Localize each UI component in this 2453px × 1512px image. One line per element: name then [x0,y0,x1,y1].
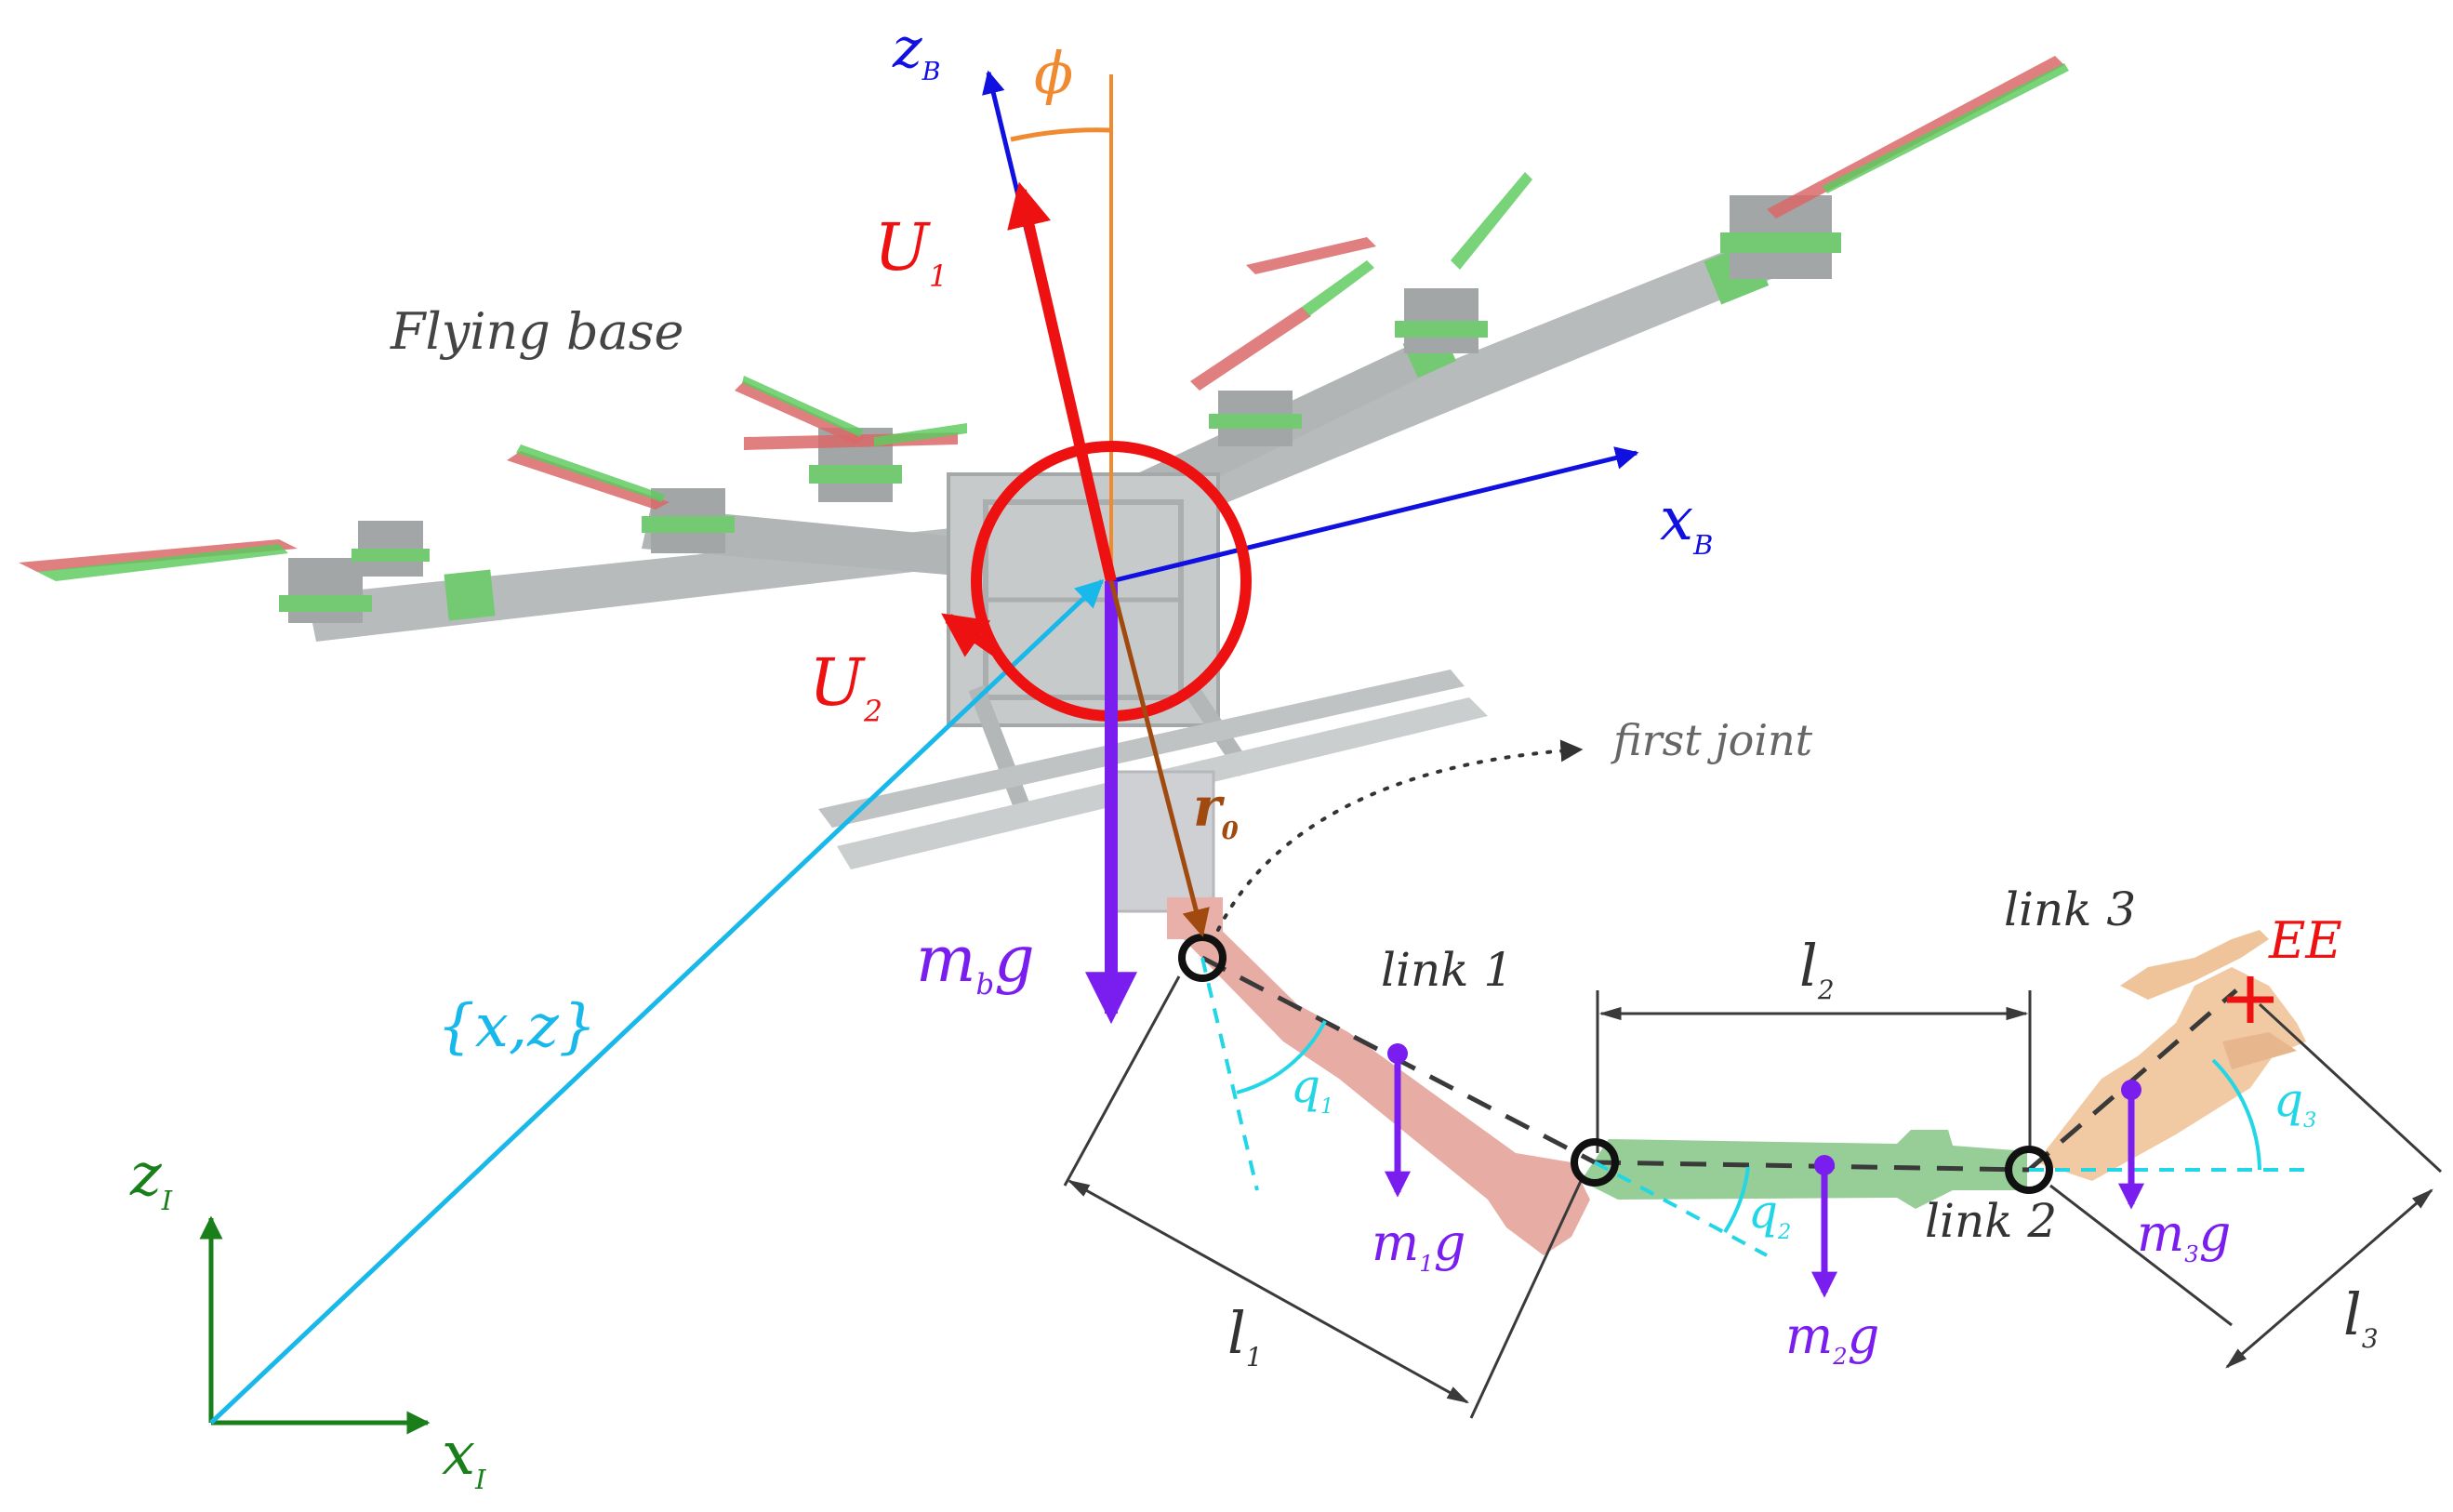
zI-label: zI [129,1141,173,1216]
q3-label: q3 [2274,1073,2316,1133]
drone-arm-right-rear [1051,242,1771,567]
position-label: {x,z} [437,992,597,1061]
r0-label: r0 [1193,776,1239,845]
xB-axis [1110,446,1639,584]
l1-label: l1 [1227,1299,1263,1373]
U2-label: U2 [809,644,882,729]
mbg-label: mbg [916,923,1035,1001]
link2-centerline [1594,1160,2030,1173]
ee-marker [2227,976,2274,1023]
m2g-label: m2g [1785,1306,1879,1370]
q1-label: q1 [1291,1059,1333,1119]
link3-label: link 3 [2004,882,2136,936]
zB-label: zB [892,16,940,86]
motor [1209,391,1302,446]
r0-vector [1108,580,1210,937]
drone-arm-left-front [642,507,1032,581]
ee-label: EE [2268,911,2342,970]
q2-arc [1723,1166,1750,1234]
link3-body [2036,967,2306,1181]
l1-extension-a [1063,975,1181,1187]
link1-body [1170,916,1590,1255]
l1-dimension [1067,1179,1470,1404]
propeller [1767,56,2069,219]
q3-arc [2211,1058,2261,1171]
gripper-lower [2222,1032,2297,1069]
motor [279,558,372,623]
m3g-label: m3g [2137,1204,2231,1267]
battery-plate-lower [818,670,1465,828]
l2-label: l2 [1799,932,1835,1005]
link-gravity [1385,1043,2144,1298]
xB-label: xB [1660,485,1713,561]
link2-label: link 2 [1925,1194,2057,1248]
propeller [735,376,967,446]
inertial-frame [199,1215,431,1435]
l3-extension-a [2049,1184,2233,1327]
joint-2 [1571,1138,1619,1187]
propeller [1190,260,1374,391]
q2-label: q2 [1748,1185,1791,1244]
motor [642,488,735,553]
l3-dimension [2225,1188,2433,1369]
gripper-upper [2120,930,2269,1000]
link2-body [1581,1130,2027,1209]
flying-base-label: Flying base [390,302,683,361]
phi-arc [1010,127,1112,142]
motor [1395,288,1488,353]
first-joint-pointer [1216,739,1584,932]
drone-illustration [19,56,2069,913]
dimension-lines [1063,975,2443,1419]
motor [351,521,430,577]
U2-moment-arrow [941,613,999,657]
m1g-label: m1g [1372,1214,1465,1277]
joint-1 [1178,934,1226,982]
U1-arrow [1007,181,1117,583]
propeller [1246,172,1532,274]
q2-reference [1594,1161,1768,1257]
first-joint-label: first joint [1611,715,1813,765]
link1-label: link 1 [1381,943,1513,997]
joint-angle-refs [1200,957,2315,1257]
phi-label: ϕ [1034,39,1073,107]
joint-3 [2005,1146,2053,1194]
l3-extension-b [2258,1002,2443,1174]
landing-leg [968,684,1031,813]
joints [1178,934,2053,1194]
U1-label: U1 [874,209,948,294]
q1-reference [1200,957,1259,1191]
l1-extension-b [1469,1180,1583,1419]
arm-collar [444,569,496,621]
l3-label: l3 [2343,1280,2379,1354]
propeller [19,539,298,581]
q1-arc [1236,1020,1327,1094]
xI-label: xI [442,1420,486,1495]
position-vector [209,578,1105,1425]
